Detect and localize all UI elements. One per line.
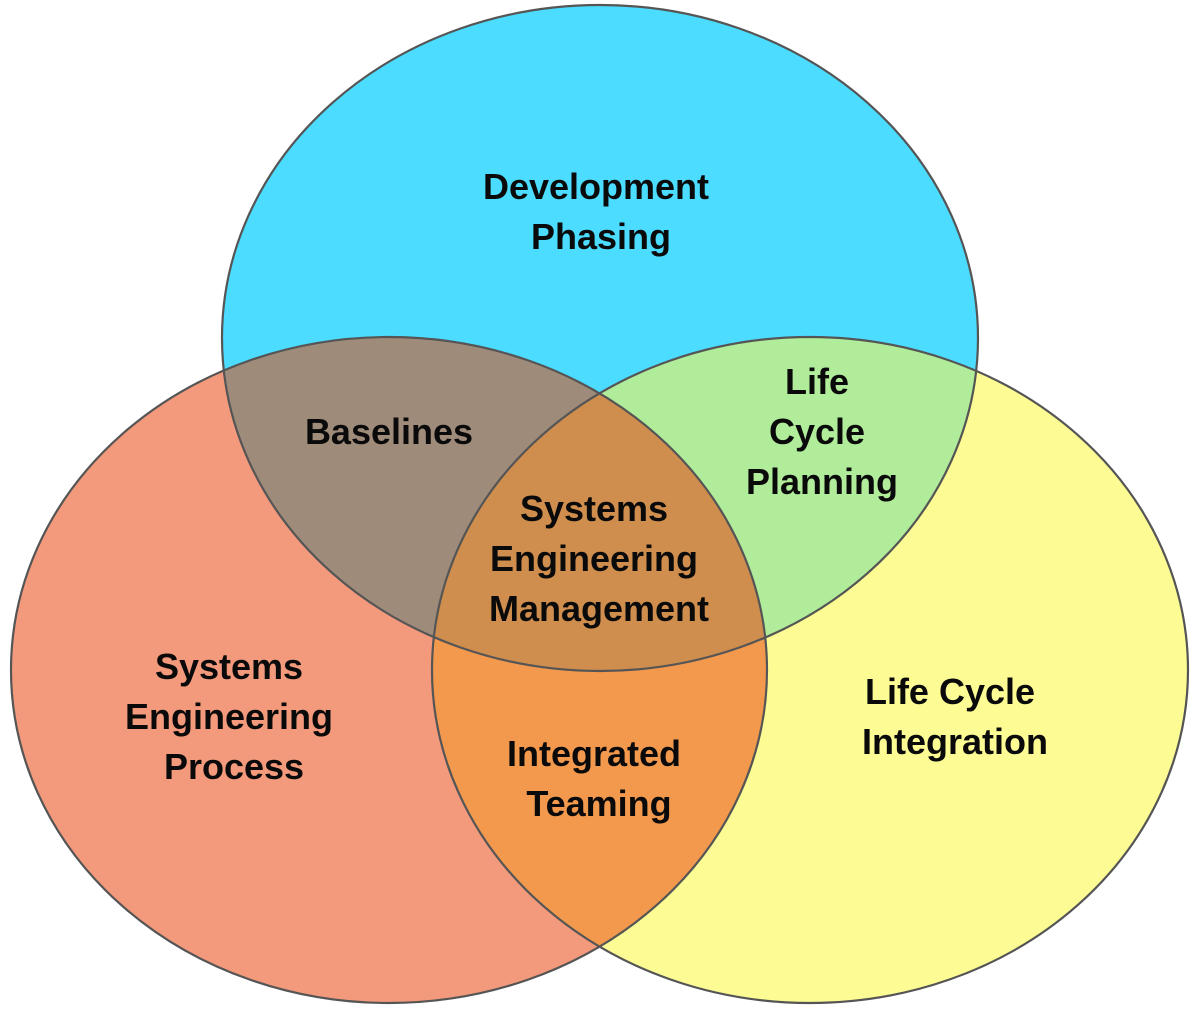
- label-systems-engineering-management: Systems Engineering Management: [489, 488, 709, 629]
- set-left-outline: [9, 335, 769, 1005]
- label-life-cycle-planning: Life Cycle Planning: [746, 361, 898, 502]
- label-development-phasing: Development Phasing: [483, 166, 719, 257]
- set-right-outline: [430, 335, 1190, 1005]
- label-baselines: Baselines: [305, 411, 473, 452]
- label-integrated-teaming: Integrated Teaming: [507, 733, 691, 824]
- overlap-center: [432, 337, 767, 671]
- label-life-cycle-integration: Life Cycle Integration: [862, 671, 1048, 762]
- set-top-outline: [220, 3, 980, 673]
- label-systems-engineering-process: Systems Engineering Process: [125, 646, 343, 787]
